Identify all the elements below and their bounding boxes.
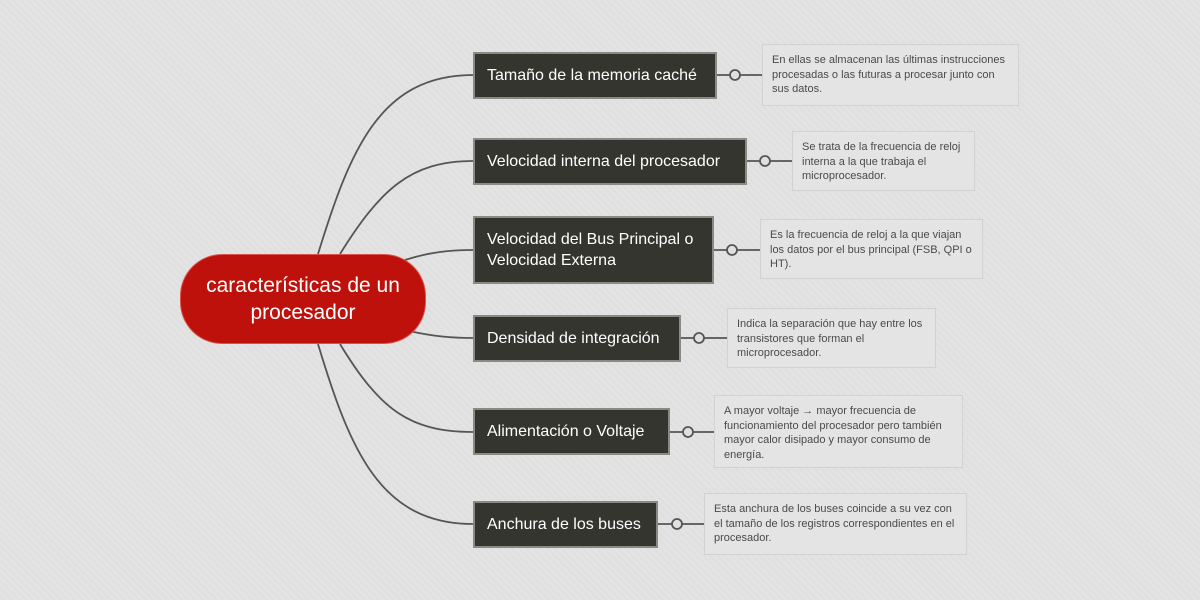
branch-integration-density[interactable]: Densidad de integración bbox=[473, 315, 681, 362]
branch-internal-speed[interactable]: Velocidad interna del procesador bbox=[473, 138, 747, 185]
connector-6 bbox=[317, 343, 474, 525]
branch-cache-size[interactable]: Tamaño de la memoria caché bbox=[473, 52, 717, 99]
central-topic[interactable]: características de un procesador bbox=[180, 254, 426, 344]
connector-1 bbox=[317, 74, 474, 255]
connector-3 bbox=[404, 249, 474, 261]
note-voltage[interactable]: A mayor voltaje → mayor frecuencia de fu… bbox=[714, 395, 963, 468]
branch-voltage[interactable]: Alimentación o Voltaje bbox=[473, 408, 670, 455]
note-links bbox=[658, 69, 792, 530]
branch-bus-width[interactable]: Anchura de los buses bbox=[473, 501, 658, 548]
note-integration-density[interactable]: Indica la separación que hay entre los t… bbox=[727, 308, 936, 368]
note-internal-speed[interactable]: Se trata de la frecuencia de reloj inter… bbox=[792, 131, 975, 191]
connector-4 bbox=[404, 329, 474, 339]
note-cache-size[interactable]: En ellas se almacenan las últimas instru… bbox=[762, 44, 1019, 106]
note-bus-speed[interactable]: Es la frecuencia de reloj a la que viaja… bbox=[760, 219, 983, 279]
connector-2 bbox=[339, 160, 474, 255]
connector-5 bbox=[339, 343, 474, 433]
branch-bus-speed[interactable]: Velocidad del Bus Principal o Velocidad … bbox=[473, 216, 714, 284]
note-bus-width[interactable]: Esta anchura de los buses coincide a su … bbox=[704, 493, 967, 555]
